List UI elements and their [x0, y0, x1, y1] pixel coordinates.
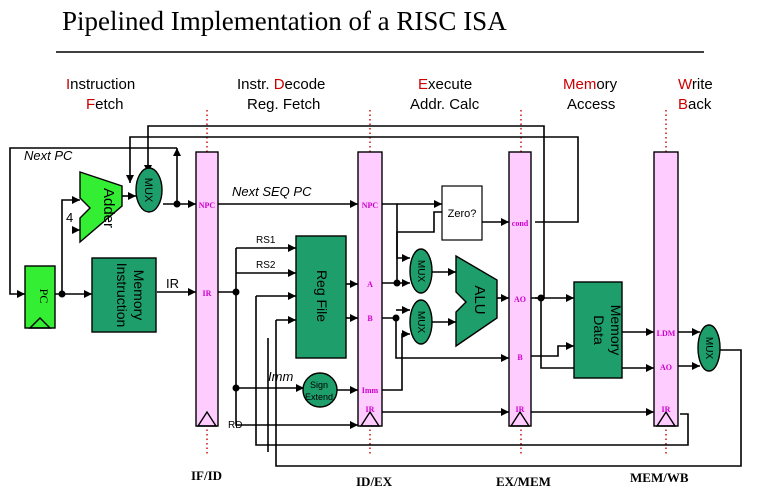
svg-text:Addr. Calc: Addr. Calc — [410, 96, 480, 113]
zero-test: Zero? — [441, 185, 483, 241]
stage-heading-memory: Memory Access — [563, 76, 618, 113]
svg-text:ALU: ALU — [471, 285, 488, 314]
memwb-ir-field: IR — [662, 405, 671, 414]
idex-a-field: A — [367, 280, 373, 289]
memwb-ldm-field: LDM — [657, 329, 676, 338]
rd-label: RD — [228, 420, 242, 431]
svg-text:Fetch: Fetch — [86, 96, 124, 113]
idex-npc-field: NPC — [362, 201, 379, 210]
idex-label: ID/EX — [356, 474, 393, 489]
arrowheads — [17, 148, 700, 429]
ifid-ir-field: IR — [203, 289, 212, 298]
four-label: 4 — [66, 210, 73, 225]
memwb-label: MEM/WB — [630, 470, 689, 485]
svg-text:Instruction: Instruction — [66, 76, 135, 93]
rs1-label: RS1 — [256, 235, 276, 246]
imm-wire-label: Imm — [268, 369, 293, 384]
exmem-b-field: B — [517, 353, 523, 362]
next-seq-pc-label: Next SEQ PC — [232, 184, 312, 199]
instruction-memory: Instruction Memory — [91, 257, 157, 333]
idex-imm-field: Imm — [362, 386, 379, 395]
svg-text:Access: Access — [567, 96, 615, 113]
svg-text:Memory: Memory — [563, 76, 618, 93]
alu-unit: ALU — [455, 254, 498, 348]
svg-text:Data: Data — [591, 315, 607, 345]
svg-text:MUX: MUX — [142, 178, 154, 203]
svg-text:Execute: Execute — [418, 76, 472, 93]
svg-text:Reg File: Reg File — [314, 270, 330, 322]
svg-text:Write: Write — [678, 76, 713, 93]
svg-text:Memory: Memory — [608, 305, 624, 356]
pc-register: PC — [24, 265, 56, 329]
rs2-label: RS2 — [256, 260, 276, 271]
fetch-mux: MUX — [135, 167, 163, 213]
ifid-npc-field: NPC — [199, 201, 216, 210]
ex-mux-lower: MUX — [409, 299, 433, 345]
stage-heading-decode: Instr. Decode Reg. Fetch — [237, 76, 325, 113]
exmem-ao-field: AO — [514, 295, 526, 304]
svg-text:Back: Back — [678, 96, 712, 113]
idex-ir-field: IR — [366, 405, 375, 414]
svg-text:MUX: MUX — [415, 260, 426, 283]
next-pc-label: Next PC — [24, 148, 73, 163]
memwb-ao-field: AO — [660, 363, 672, 372]
stage-heading-writeback: Write Back — [678, 76, 713, 113]
ex-mux-upper: MUX — [409, 248, 433, 294]
ifid-label: IF/ID — [191, 468, 222, 483]
page-title: Pipelined Implementation of a RISC ISA — [62, 6, 507, 36]
exmem-label: EX/MEM — [496, 474, 551, 489]
idex-b-field: B — [367, 314, 373, 323]
svg-text:PC: PC — [37, 289, 51, 304]
adder-unit: Adder — [79, 171, 123, 244]
stage-heading-execute: Execute Addr. Calc — [410, 76, 480, 113]
wb-mux: MUX — [697, 324, 721, 372]
idex-register: NPC A B Imm IR — [357, 151, 383, 427]
sign-extend: Sign Extend — [302, 372, 338, 408]
svg-text:MUX: MUX — [703, 337, 714, 360]
svg-text:Instruction: Instruction — [114, 263, 130, 328]
ifid-register: NPC IR — [195, 151, 219, 427]
svg-text:Adder: Adder — [100, 188, 117, 228]
svg-text:Reg. Fetch: Reg. Fetch — [247, 96, 320, 113]
svg-text:Instr. Decode: Instr. Decode — [237, 76, 325, 93]
stage-heading-fetch: Instruction Fetch — [66, 76, 135, 113]
svg-text:MUX: MUX — [415, 311, 426, 334]
ir-wire-label: IR — [166, 276, 179, 291]
exmem-register: cond AO B IR — [508, 151, 532, 427]
svg-text:Sign: Sign — [310, 380, 328, 390]
svg-text:Memory: Memory — [131, 270, 147, 321]
svg-text:Zero?: Zero? — [448, 208, 477, 220]
exmem-ir-field: IR — [516, 405, 525, 414]
exmem-cond-field: cond — [512, 219, 529, 228]
junction-dots — [58, 200, 545, 392]
svg-text:Extend: Extend — [305, 392, 333, 402]
register-file: Reg File — [295, 235, 347, 359]
data-memory: Data Memory — [573, 281, 624, 379]
memwb-register: LDM AO IR — [653, 151, 679, 427]
